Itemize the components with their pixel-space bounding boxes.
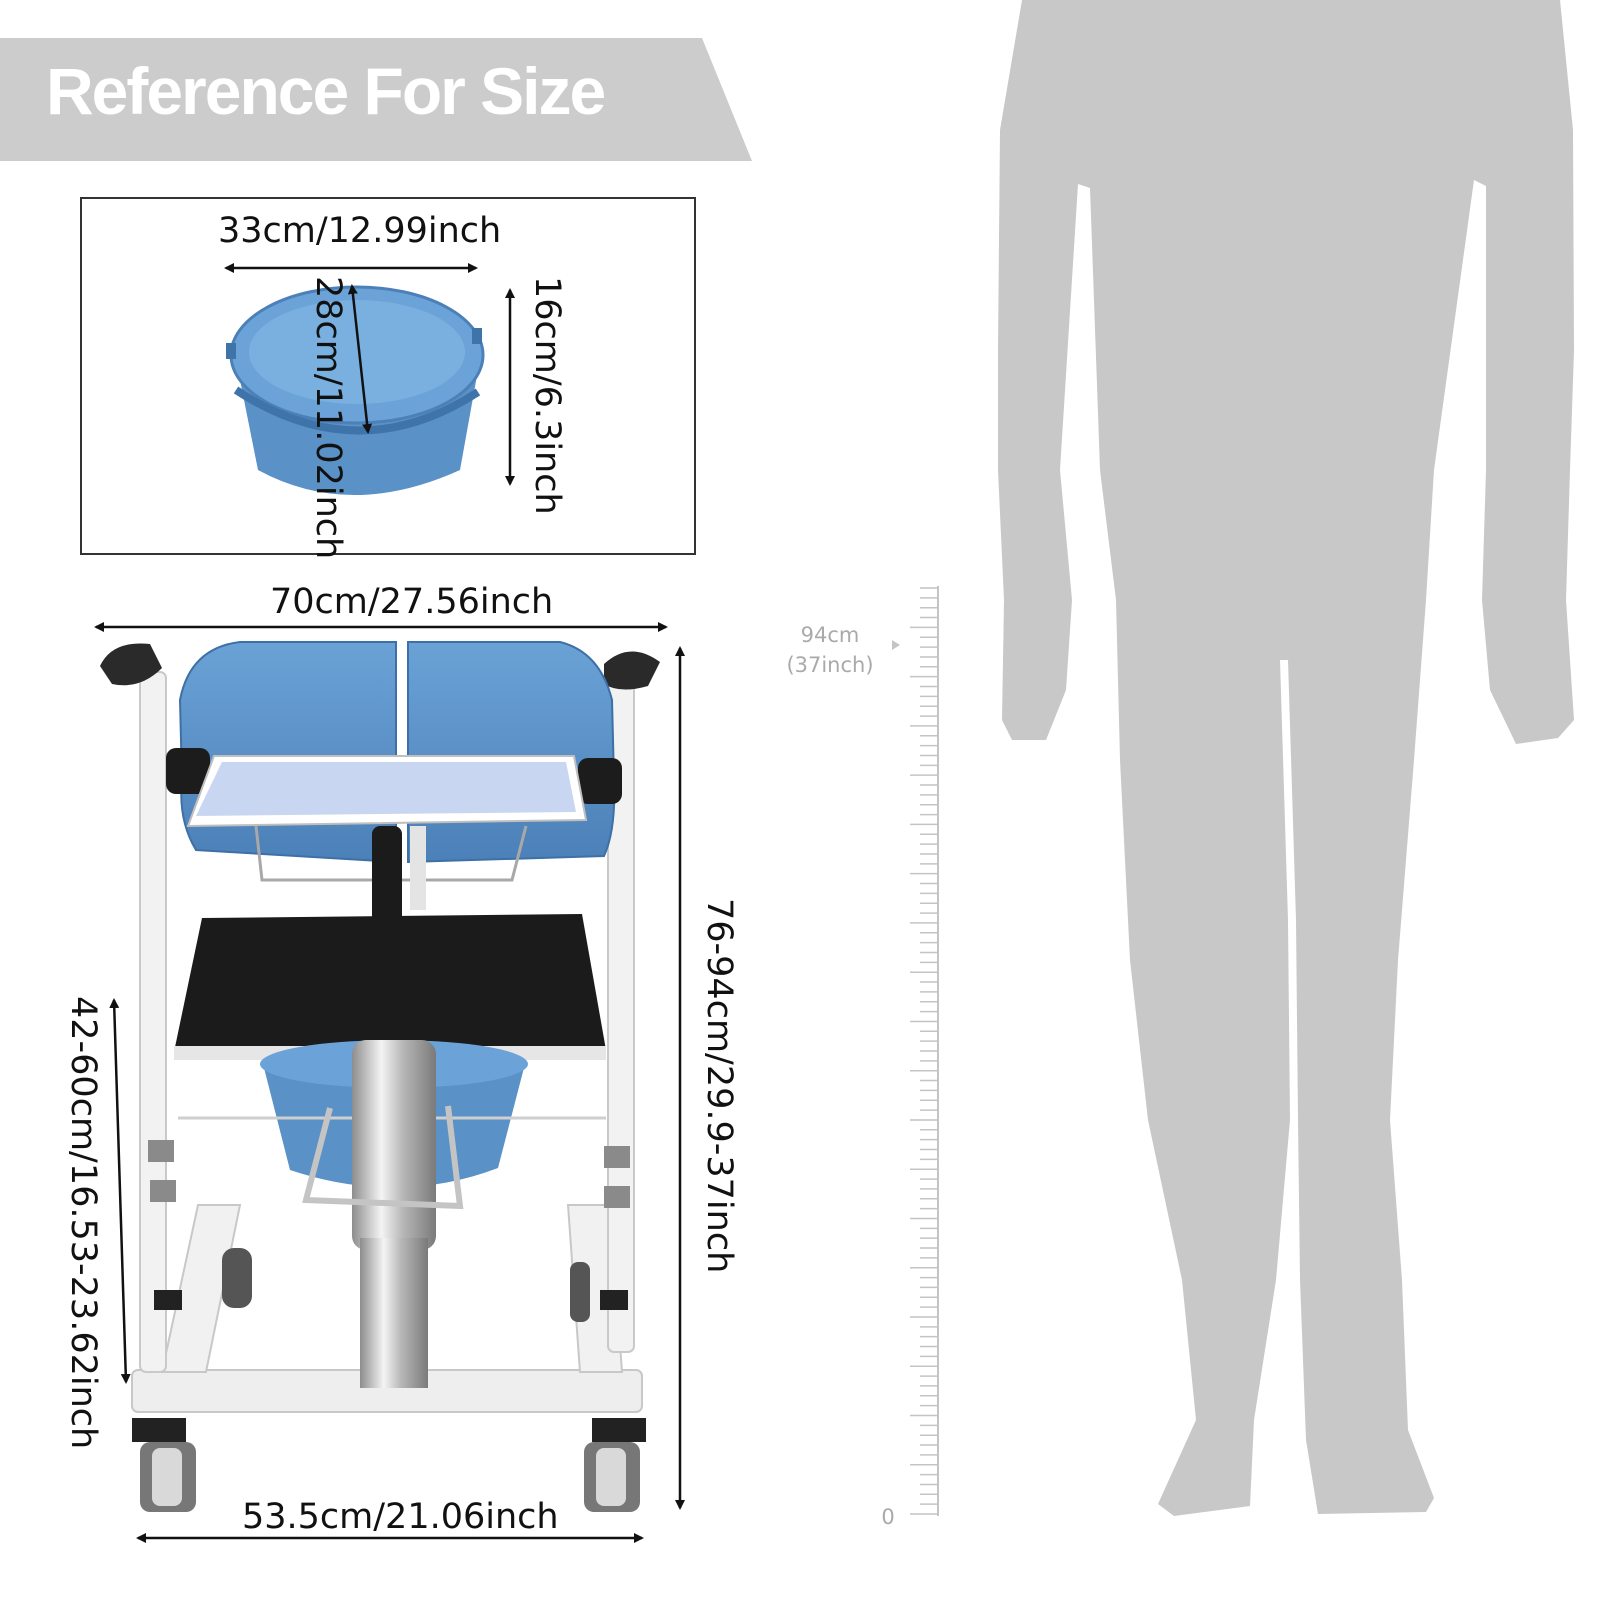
chair-height-label: 76-94cm/29.9-37inch [699,898,739,1274]
scale-bottom-label: 0 [881,1505,895,1529]
transfer-chair-icon [100,641,660,1512]
bucket-reference-box [80,197,696,555]
bucket-width-label: 33cm/12.99inch [218,211,502,251]
scale-top-cm: 94cm [800,623,860,647]
scale-top-label: 94cm (37inch) [770,620,890,680]
title-banner [0,38,752,161]
page-title: Reference For Size [46,54,606,128]
seat-height-arrow [109,998,131,1384]
height-scale-ruler [892,586,939,1516]
human-silhouette-icon [998,0,1574,1516]
base-width-label: 53.5cm/21.06inch [242,1497,559,1537]
bucket-height-label: 16cm/6.3inch [527,276,567,515]
seat-height-label: 42-60cm/16.53-23.62inch [63,996,103,1450]
bucket-depth-arrow [347,284,373,434]
scale-top-inch: (37inch) [786,653,874,677]
bucket-depth-label: 28cm/11.02inch [308,276,348,560]
chair-width-label: 70cm/27.56inch [270,582,554,622]
banner-shape [0,38,752,161]
